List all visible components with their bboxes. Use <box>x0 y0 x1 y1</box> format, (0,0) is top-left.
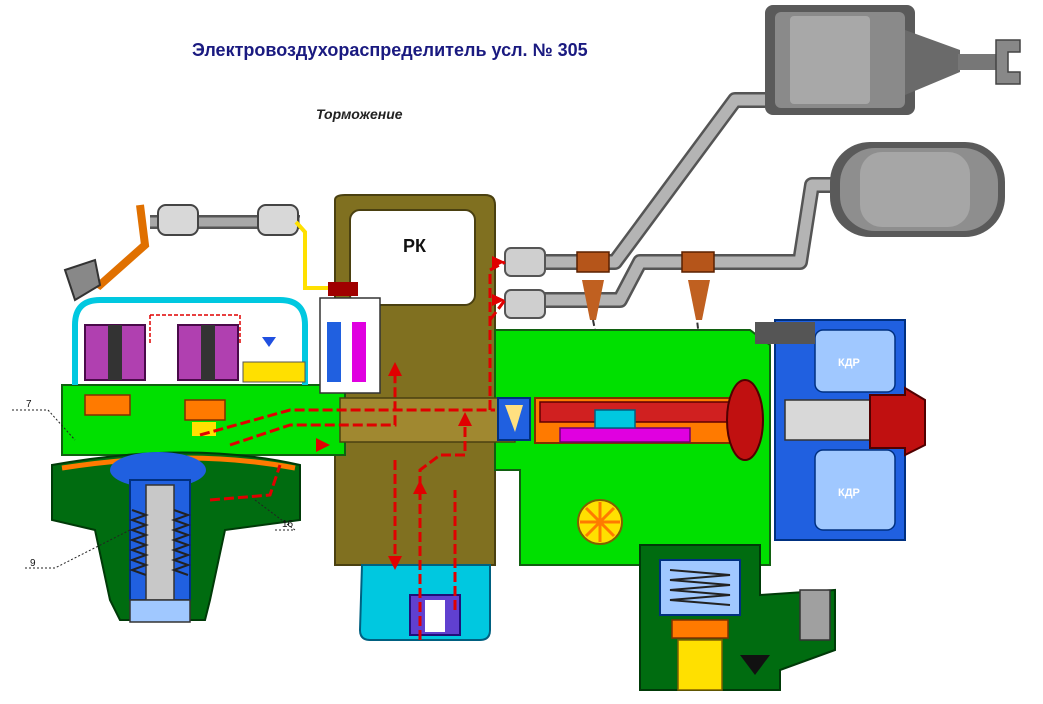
rk-label: РК <box>403 236 427 256</box>
part-9-label: 9 <box>30 558 36 569</box>
lower-right-valve <box>639 544 836 691</box>
kdr-label-top: КДР <box>838 357 860 369</box>
air-pipes <box>527 92 843 308</box>
kdr-label-bottom: КДР <box>838 487 860 499</box>
rk-chamber <box>334 194 496 566</box>
pipe-to-brake-cylinder <box>527 92 773 270</box>
slide-valve <box>497 379 764 545</box>
arrow-heads <box>316 256 505 570</box>
part-16-label: 16 <box>282 519 294 530</box>
kdr-unit <box>755 319 926 541</box>
spare-reservoir <box>830 142 1005 237</box>
part-7-label: 7 <box>26 399 32 410</box>
diagram-title: Электровоздухораспределитель усл. № 305 <box>192 40 588 60</box>
pipe-to-spare-tank <box>527 177 843 308</box>
mode-subtitle: Торможение <box>316 106 403 122</box>
electric-unit <box>72 297 381 394</box>
air-flow-arrows <box>199 260 507 640</box>
left-valve-assembly <box>51 394 301 623</box>
contact-plug <box>63 204 358 302</box>
brake-cylinder <box>765 5 1021 115</box>
lower-middle-valve <box>358 564 491 641</box>
leader-lines <box>12 409 297 569</box>
